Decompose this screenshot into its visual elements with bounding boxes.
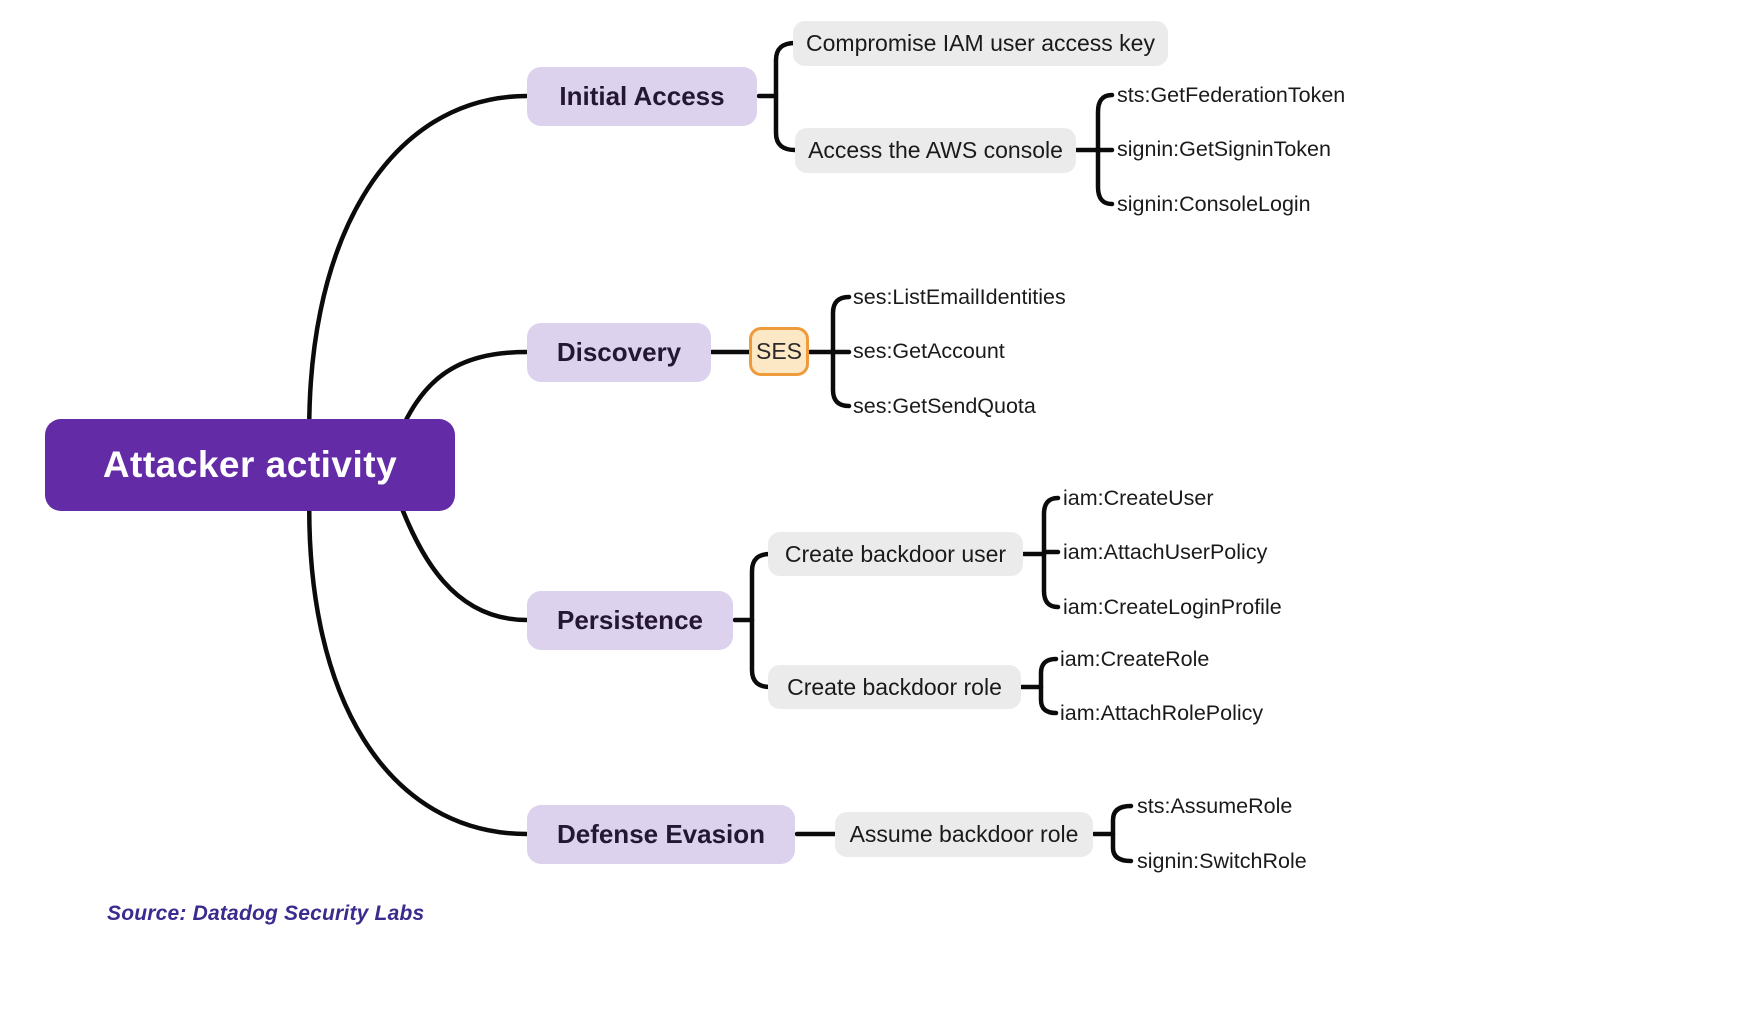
action-label-sts-assumerole: sts:AssumeRole bbox=[1137, 794, 1293, 818]
child-node-create-backdoor-role: Create backdoor role bbox=[768, 665, 1021, 709]
edge-assume-bracket bbox=[1110, 803, 1134, 864]
action-label-iam-attachuserpolicy: iam:AttachUserPolicy bbox=[1063, 540, 1268, 564]
action-label-iam-createrole: iam:CreateRole bbox=[1060, 647, 1210, 671]
action-label-ses-getsendquota: ses:GetSendQuota bbox=[853, 394, 1036, 418]
edge-initial-access-bracket bbox=[773, 40, 798, 153]
action-label-iam-attachrolepolicy: iam:AttachRolePolicy bbox=[1060, 701, 1264, 725]
edge-persistence-bracket bbox=[749, 551, 773, 690]
edge-root-initial-access bbox=[307, 93, 530, 465]
service-badge-ses: SES bbox=[749, 327, 809, 376]
root-node-attacker-activity: Attacker activity bbox=[45, 419, 455, 511]
action-label-iam-createuser: iam:CreateUser bbox=[1063, 486, 1214, 510]
action-label-signin-getsignintoken: signin:GetSigninToken bbox=[1117, 137, 1331, 161]
edge-root-defense-evasion bbox=[307, 472, 530, 837]
action-label-iam-createloginprofile: iam:CreateLoginProfile bbox=[1063, 595, 1282, 619]
branch-node-defense-evasion: Defense Evasion bbox=[527, 805, 795, 864]
action-label-sts-getfederationtoken: sts:GetFederationToken bbox=[1117, 83, 1346, 107]
child-node-compromise-iam-key: Compromise IAM user access key bbox=[793, 21, 1168, 66]
child-node-assume-backdoor-role: Assume backdoor role bbox=[835, 812, 1093, 857]
action-label-ses-listemailidentities: ses:ListEmailIdentities bbox=[853, 285, 1066, 309]
source-attribution: Source: Datadog Security Labs bbox=[107, 902, 425, 925]
branch-node-initial-access: Initial Access bbox=[527, 67, 757, 126]
child-node-create-backdoor-user: Create backdoor user bbox=[768, 532, 1023, 576]
action-label-signin-consolelogin: signin:ConsoleLogin bbox=[1117, 192, 1311, 216]
branch-node-discovery: Discovery bbox=[527, 323, 711, 382]
edge-root-persistence bbox=[392, 487, 530, 623]
child-node-access-aws-console: Access the AWS console bbox=[795, 128, 1076, 173]
action-label-ses-getaccount: ses:GetAccount bbox=[853, 339, 1005, 363]
branch-node-persistence: Persistence bbox=[527, 591, 733, 650]
edge-brole-bracket bbox=[1038, 656, 1059, 716]
action-label-signin-switchrole: signin:SwitchRole bbox=[1137, 849, 1307, 873]
